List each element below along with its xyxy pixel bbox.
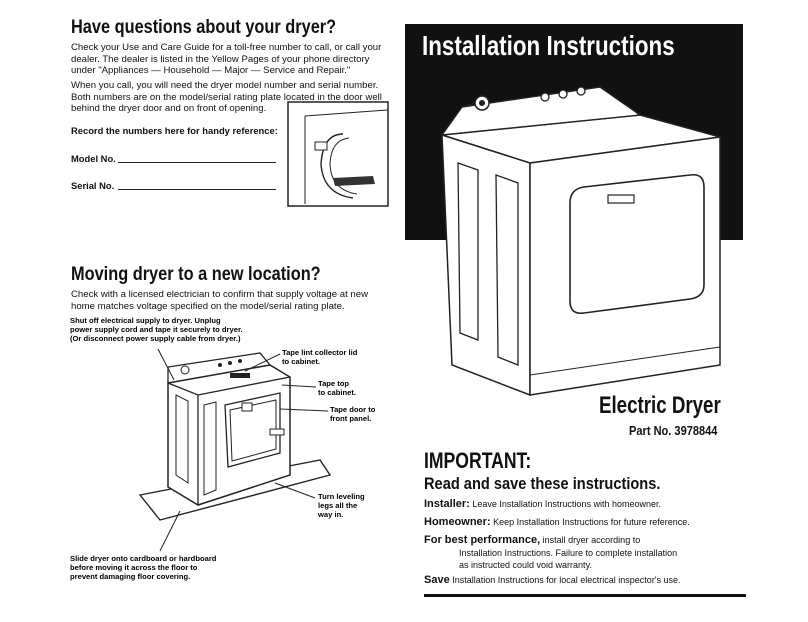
installer-note: Installer: Leave Installation Instructio… [424, 498, 661, 510]
label-shutoff-2: power supply cord and tape it securely t… [70, 325, 243, 334]
label-lint-2: to cabinet. [282, 357, 320, 366]
label-door-2: front panel. [330, 414, 371, 423]
save-note: Save Installation Instructions for local… [424, 574, 681, 586]
label-door-1: Tape door to [330, 405, 376, 414]
performance-text-1: install dryer according to [542, 535, 641, 545]
serial-number-field[interactable] [118, 189, 276, 190]
product-title: Electric Dryer [599, 392, 721, 419]
important-subheading: Read and save these instructions. [424, 474, 661, 493]
performance-text-3: as instructed could void warranty. [459, 560, 592, 570]
model-number-label: Model No. [71, 153, 116, 164]
homeowner-text: Keep Installation Instructions for futur… [493, 517, 690, 527]
homeowner-label: Homeowner: [424, 516, 491, 528]
bottom-rule [424, 594, 746, 597]
performance-label: For best performance, [424, 534, 541, 546]
performance-text-2: Installation Instructions. Failure to co… [459, 548, 678, 558]
label-slide-1: Slide dryer onto cardboard or hardboard [70, 554, 217, 563]
installer-label: Installer: [424, 498, 470, 510]
label-slide-3: prevent damaging floor covering. [70, 572, 190, 581]
model-number-field[interactable] [118, 162, 276, 163]
moving-heading: Moving dryer to a new location? [71, 264, 321, 285]
questions-paragraph-1: Check your Use and Care Guide for a toll… [71, 42, 382, 77]
questions-heading: Have questions about your dryer? [71, 17, 337, 38]
electric-dryer-illustration [440, 86, 721, 397]
label-lint-1: Tape lint collector lid [282, 348, 358, 357]
label-top-1: Tape top [318, 379, 349, 388]
serial-number-label: Serial No. [71, 180, 115, 191]
installation-title: Installation Instructions [422, 30, 675, 61]
record-numbers-label: Record the numbers here for handy refere… [71, 125, 278, 136]
questions-paragraph-2: When you call, you will need the dryer m… [71, 80, 382, 115]
important-heading: IMPORTANT: [424, 448, 532, 473]
homeowner-note: Homeowner: Keep Installation Instruction… [424, 516, 690, 528]
save-label: Save [424, 574, 450, 586]
door-well-illustration [287, 101, 389, 207]
part-number: Part No. 3978844 [629, 423, 718, 438]
performance-note: For best performance, install dryer acco… [424, 534, 640, 546]
label-shutoff-1: Shut off electrical supply to dryer. Unp… [70, 316, 221, 325]
label-shutoff-3: (Or disconnect power supply cable from d… [70, 334, 241, 343]
label-legs-1: Turn leveling [318, 492, 365, 501]
label-top-2: to cabinet. [318, 388, 356, 397]
installer-text: Leave Installation Instructions with hom… [472, 499, 661, 509]
moving-paragraph: Check with a licensed electrician to con… [71, 289, 369, 312]
save-text: Installation Instructions for local elec… [452, 575, 681, 585]
label-legs-2: legs all the [318, 501, 357, 510]
label-legs-3: way in. [317, 510, 343, 519]
label-slide-2: before moving it across the floor to [70, 563, 198, 572]
moving-dryer-illustration: Shut off electrical supply to dryer. Unp… [70, 316, 376, 581]
